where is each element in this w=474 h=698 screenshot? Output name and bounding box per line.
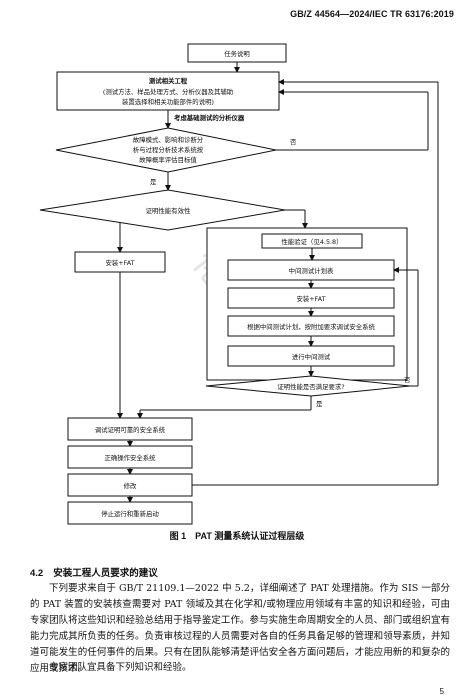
section-heading: 4.2 安装工程人员要求的建议 (30, 565, 158, 579)
fault-text-3: 故障概率评估目标值 (139, 155, 197, 164)
test-engineering-box (56, 71, 280, 111)
section-number: 4.2 (30, 568, 44, 579)
stop-restart-text: 停止运行和重新启动 (101, 509, 159, 518)
build-system-text: 根据中间测试计划，按附加要求调试安全系统 (247, 322, 375, 331)
commission-text: 调试证明可靠的安全系统 (95, 425, 166, 434)
test-engineering-title: 测试相关工程 (149, 76, 188, 85)
verify-text: 证明性能有效性 (146, 206, 191, 215)
flowchart: 任务说明 测试相关工程 (测试方法、样品处理方式、分析仪器及其辅助 装置选择和相… (39, 43, 439, 525)
mid-plan-text: 中间测试计划表 (289, 266, 334, 275)
perf-check-text: 性能验证（见4.5.8） (282, 237, 343, 246)
task-text: 任务说明 (224, 49, 250, 58)
page-number: 5 (439, 687, 444, 696)
no-label-2: 否 (404, 376, 411, 384)
test-engineering-desc-2: 装置选择和相关功能部件的说明) (122, 97, 214, 106)
operate-text: 正确操作安全系统 (104, 453, 156, 462)
install-fat-right-text: 安装+FAT (296, 294, 325, 303)
section-title: 安装工程人员要求的建议 (53, 568, 158, 579)
fault-text-1: 故障模式、影响和诊断分 (133, 135, 204, 144)
yes-label-2: 是 (316, 400, 323, 408)
body-paragraph-2: 专家团队宜具备下列知识和经验。 (49, 662, 192, 673)
standard-header: GB/Z 44564—2024/IEC TR 63176:2019 (290, 9, 454, 19)
mid-test-text: 进行中间测试 (292, 352, 331, 361)
yes-label-1: 是 (150, 178, 157, 186)
test-engineering-desc-1: (测试方法、样品处理方式、分析仪器及其辅助 (103, 87, 233, 96)
fault-text-2: 析与过程分析技术系统按 (133, 145, 204, 154)
figure-caption: 图 1 PAT 测量系统认证过程层级 (169, 531, 305, 541)
install-fat-left-text: 安装+FAT (105, 258, 134, 267)
stop-restart-box (67, 501, 193, 525)
no-label-1: 否 (290, 138, 297, 146)
verify-decision (39, 189, 286, 231)
consider-label: 考虑基础测试的分析仪器 (174, 113, 245, 122)
meets-text: 证明性能是否满足要求? (277, 382, 344, 391)
modify-text: 修改 (124, 481, 137, 490)
body-paragraph-1: 下列要求来自于 GB/T 21109.1—2022 中 5.2，详细阐述了 PA… (30, 583, 450, 674)
